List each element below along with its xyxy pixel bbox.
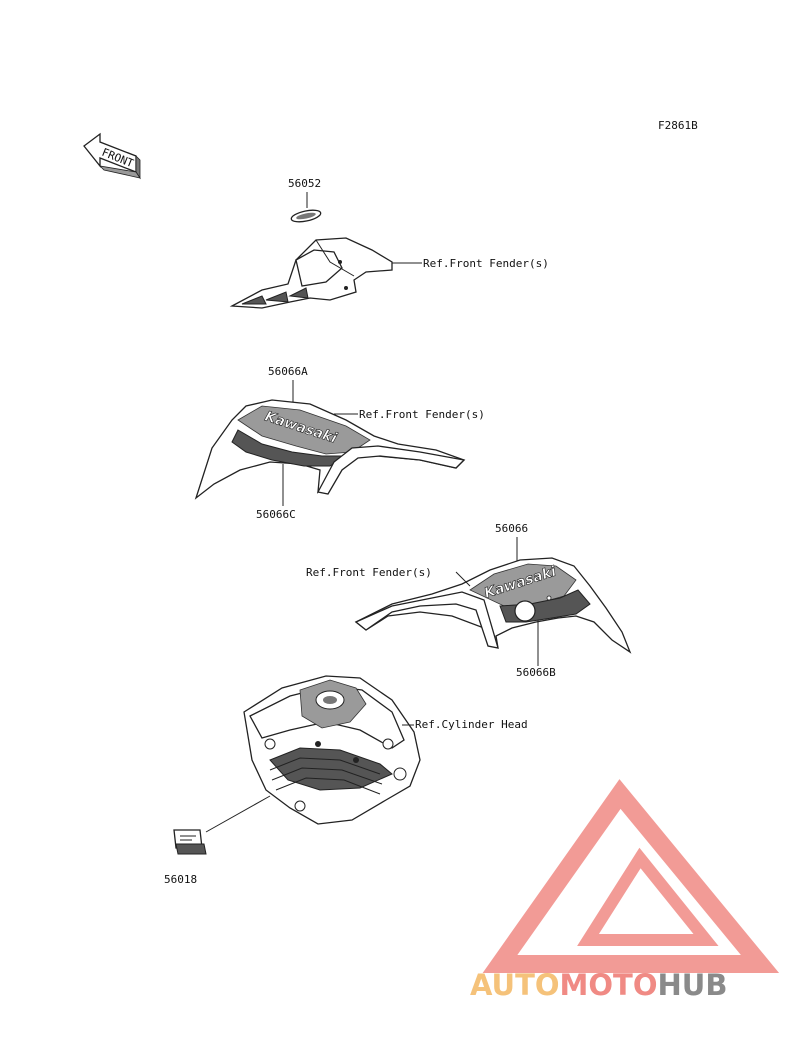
- right-fender-part: Kawasaki: [354, 557, 632, 654]
- cylinder-head-part: [243, 675, 421, 825]
- part-number-56066B: 56066B: [516, 666, 556, 679]
- label-plate-56018: [173, 829, 207, 855]
- front-direction-arrow-icon: FRONT: [83, 132, 141, 180]
- ref-front-fender-top: Ref.Front Fender(s): [423, 257, 549, 270]
- part-number-56066C: 56066C: [256, 508, 296, 521]
- watermark-moto: MOTO: [560, 968, 658, 1002]
- ref-cylinder-head: Ref.Cylinder Head: [415, 718, 528, 731]
- watermark-auto: AUTO: [470, 968, 560, 1002]
- part-number-56052: 56052: [288, 177, 321, 190]
- part-number-56066: 56066: [495, 522, 528, 535]
- emblem-56052-inner: [296, 212, 316, 220]
- leader-line-56018: [205, 795, 271, 833]
- watermark-hub: HUB: [658, 968, 728, 1002]
- left-fender-part: Kawasaki: [194, 399, 466, 500]
- ref-front-fender-left: Ref.Front Fender(s): [359, 408, 485, 421]
- part-number-56066A: 56066A: [268, 365, 308, 378]
- figure-code: F2861B: [658, 119, 698, 132]
- watermark-text: AUTOMOTOHUB: [470, 968, 727, 1002]
- upper-fender-part: [229, 237, 393, 309]
- ref-front-fender-right: Ref.Front Fender(s): [306, 566, 432, 579]
- automotohub-logo-icon: [482, 779, 780, 973]
- part-number-56018: 56018: [164, 873, 197, 886]
- leader-line-ref-front-fender-right: [455, 571, 471, 587]
